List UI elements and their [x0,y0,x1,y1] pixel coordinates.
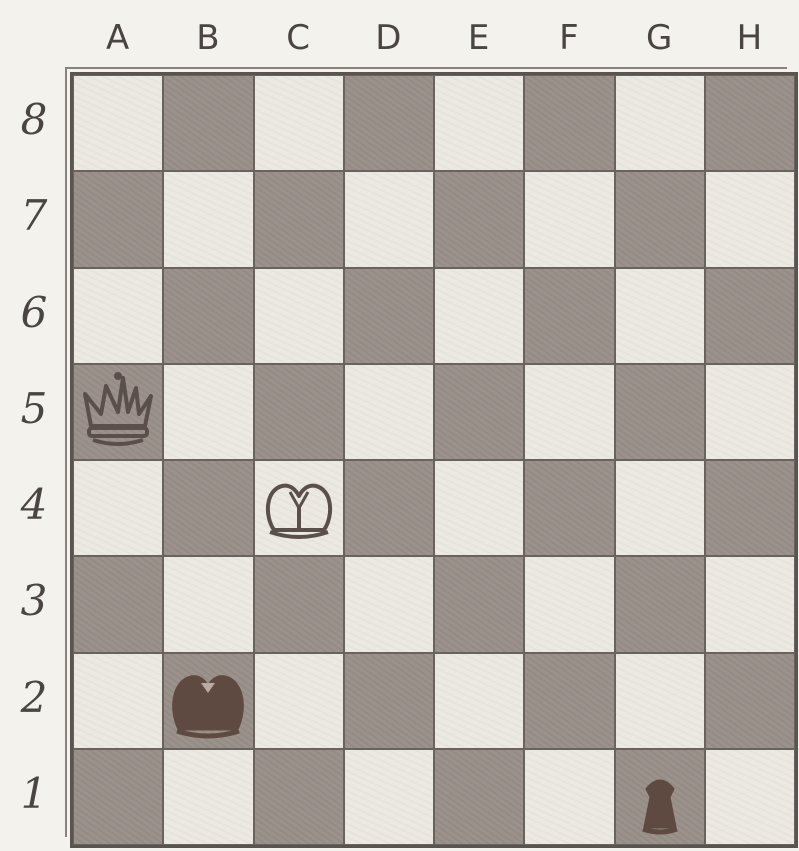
rank-label-2: 2 [14,673,54,722]
square-a2[interactable] [73,653,163,749]
square-c1[interactable] [254,749,344,845]
square-h4[interactable] [705,460,795,556]
square-a6[interactable] [73,268,163,364]
white-king-piece[interactable] [254,460,344,556]
square-d5[interactable] [344,364,434,460]
file-label-g: G [615,18,705,58]
file-label-d: D [344,18,434,58]
rank-label-1: 1 [14,769,54,818]
king-icon [254,541,344,560]
square-f5[interactable] [524,364,614,460]
square-d7[interactable] [344,171,434,267]
file-label-c: C [254,18,344,58]
square-b4[interactable] [163,460,253,556]
square-d4[interactable] [344,460,434,556]
square-a3[interactable] [73,556,163,652]
square-f4[interactable] [524,460,614,556]
square-g2[interactable] [615,653,705,749]
square-a4[interactable] [73,460,163,556]
square-g3[interactable] [615,556,705,652]
square-b5[interactable] [163,364,253,460]
square-h5[interactable] [705,364,795,460]
rank-label-6: 6 [14,288,54,337]
square-c8[interactable] [254,75,344,171]
king-icon [163,734,253,753]
square-c2[interactable] [254,653,344,749]
file-label-a: A [73,18,163,58]
square-b1[interactable] [163,749,253,845]
square-a8[interactable] [73,75,163,171]
square-g5[interactable] [615,364,705,460]
square-f6[interactable] [524,268,614,364]
square-a7[interactable] [73,171,163,267]
square-c3[interactable] [254,556,344,652]
square-d3[interactable] [344,556,434,652]
square-f3[interactable] [524,556,614,652]
square-c5[interactable] [254,364,344,460]
square-e1[interactable] [434,749,524,845]
square-b3[interactable] [163,556,253,652]
square-g6[interactable] [615,268,705,364]
square-c6[interactable] [254,268,344,364]
rank-label-7: 7 [14,191,54,240]
square-a1[interactable] [73,749,163,845]
white-queen-piece[interactable] [73,364,163,460]
square-e4[interactable] [434,460,524,556]
square-h1[interactable] [705,749,795,845]
square-e5[interactable] [434,364,524,460]
rank-label-4: 4 [14,480,54,529]
square-e2[interactable] [434,653,524,749]
rank-label-5: 5 [14,384,54,433]
square-h6[interactable] [705,268,795,364]
square-d8[interactable] [344,75,434,171]
square-g7[interactable] [615,171,705,267]
square-g4[interactable] [615,460,705,556]
square-f2[interactable] [524,653,614,749]
chessboard [70,72,798,848]
square-g8[interactable] [615,75,705,171]
square-h8[interactable] [705,75,795,171]
square-f1[interactable] [524,749,614,845]
square-b7[interactable] [163,171,253,267]
square-h2[interactable] [705,653,795,749]
black-pawn-piece[interactable] [615,749,705,845]
square-b8[interactable] [163,75,253,171]
square-e3[interactable] [434,556,524,652]
square-e7[interactable] [434,171,524,267]
square-f7[interactable] [524,171,614,267]
square-d6[interactable] [344,268,434,364]
square-h3[interactable] [705,556,795,652]
file-label-b: B [163,18,253,58]
square-f8[interactable] [524,75,614,171]
file-label-f: F [524,18,614,58]
square-e8[interactable] [434,75,524,171]
file-label-h: H [705,18,795,58]
file-label-e: E [434,18,524,58]
rank-label-3: 3 [14,576,54,625]
pawn-icon [615,830,705,849]
black-king-piece[interactable] [163,653,253,749]
rank-label-8: 8 [14,95,54,144]
square-d1[interactable] [344,749,434,845]
square-e6[interactable] [434,268,524,364]
queen-icon [73,445,163,464]
square-h7[interactable] [705,171,795,267]
square-b6[interactable] [163,268,253,364]
square-c7[interactable] [254,171,344,267]
square-d2[interactable] [344,653,434,749]
